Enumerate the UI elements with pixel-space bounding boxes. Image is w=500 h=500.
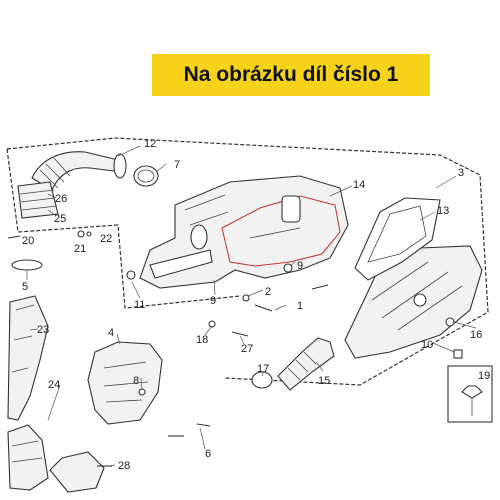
callout-22: 22 (100, 233, 112, 245)
callout-26: 26 (55, 193, 67, 205)
callout-2: 2 (265, 286, 271, 298)
callout-20: 20 (22, 235, 34, 247)
callout-27: 27 (241, 343, 253, 355)
leader-lines (26, 145, 477, 467)
support-bracket (87, 341, 163, 425)
callout-9-right: 9 (297, 260, 303, 272)
callout-28: 28 (118, 460, 130, 472)
callout-18: 18 (196, 334, 208, 346)
group-boundary-left (6, 148, 241, 309)
filter-element (354, 197, 441, 281)
callout-4: 4 (108, 327, 114, 339)
intake-duct (17, 151, 127, 219)
clip-part (11, 259, 43, 271)
callout-1: 1 (297, 300, 303, 312)
callout-17: 17 (257, 363, 269, 375)
callout-23: 23 (37, 324, 49, 336)
part-number-banner: Na obrázku díl číslo 1 (152, 54, 430, 96)
callout-3: 3 (458, 167, 464, 179)
callout-7: 7 (174, 159, 180, 171)
fasteners (7, 230, 463, 467)
callout-21: 21 (74, 243, 86, 255)
callout-6: 6 (205, 448, 211, 460)
callout-19: 19 (478, 370, 490, 382)
side-bracket (7, 295, 49, 421)
callout-16: 16 (470, 329, 482, 341)
callout-25: 25 (54, 213, 66, 225)
callout-12: 12 (144, 138, 156, 150)
callout-8: 8 (133, 375, 139, 387)
clamp-part (133, 165, 159, 187)
lower-plate (49, 451, 105, 493)
callout-13: 13 (437, 205, 449, 217)
callout-5: 5 (22, 281, 28, 293)
air-box-housing (126, 175, 349, 289)
callout-15: 15 (318, 375, 330, 387)
callout-9-left: 9 (210, 295, 216, 307)
callout-14: 14 (353, 179, 365, 191)
callout-11: 11 (134, 299, 145, 311)
lower-shield (7, 424, 49, 491)
hose-part (251, 337, 335, 391)
wing-screw-detail (447, 365, 493, 423)
callout-labels: 1 2 3 4 5 6 7 8 9 9 10 11 12 13 14 15 16… (22, 138, 490, 472)
callout-24: 24 (48, 379, 60, 391)
group-boundary-main (6, 137, 489, 386)
callout-10: 10 (421, 339, 433, 351)
